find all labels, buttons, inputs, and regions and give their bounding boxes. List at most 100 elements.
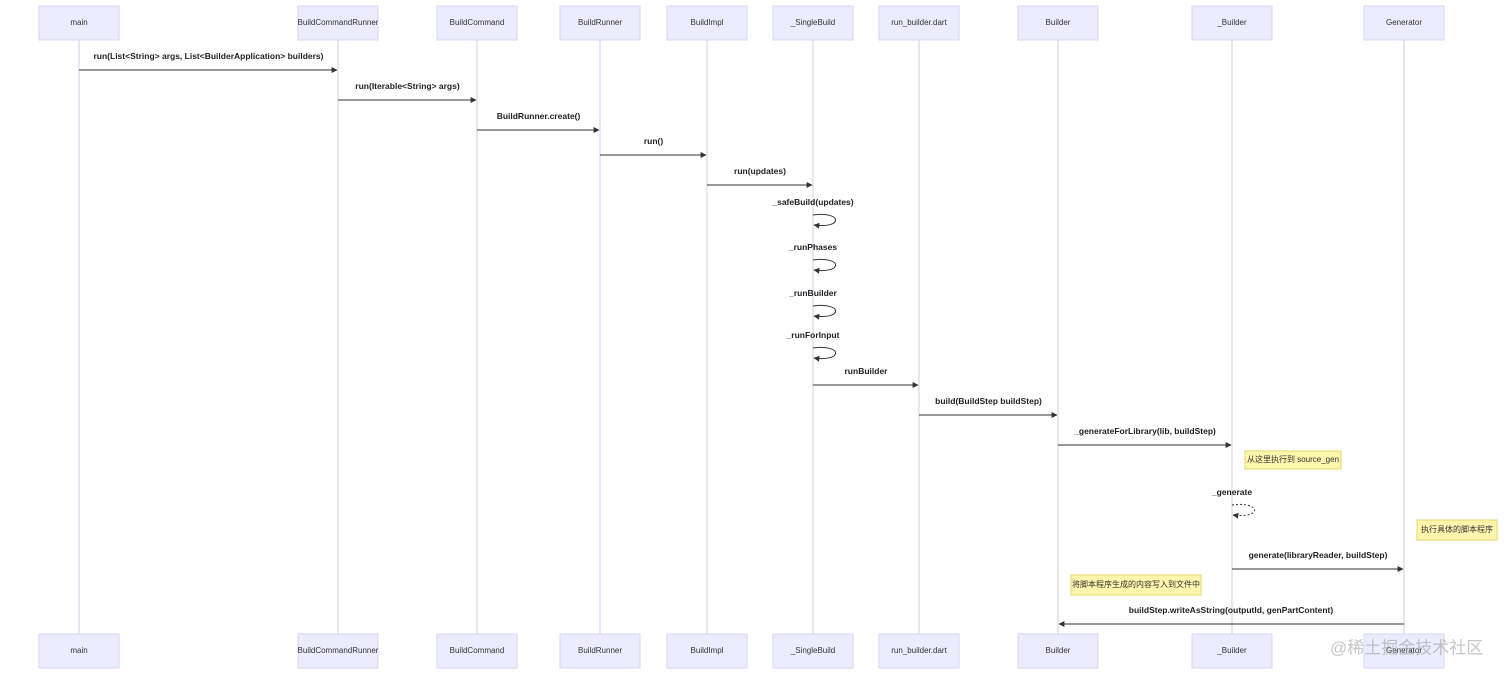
actor-bottom-main: main bbox=[38, 633, 120, 669]
message-4: run() bbox=[600, 136, 707, 158]
messages-layer: run(List<String> args, List<BuilderAppli… bbox=[79, 51, 1404, 627]
actor-bottom-generator: Generator bbox=[1363, 633, 1445, 669]
note-box bbox=[1416, 519, 1498, 541]
actor-bottom-buildcommandrunner: BuildCommandRunner bbox=[297, 633, 379, 669]
message-1: run(List<String> args, List<BuilderAppli… bbox=[79, 51, 338, 73]
message-2: run(Iterable<String> args) bbox=[338, 81, 477, 103]
actor-label: main bbox=[70, 646, 87, 655]
actor-box bbox=[297, 633, 379, 669]
actor-box bbox=[878, 5, 960, 41]
actor-box bbox=[1191, 5, 1273, 41]
message-12: _generateForLibrary(lib, buildStep) bbox=[1058, 426, 1232, 448]
actor-top-buildcommandrunner: BuildCommandRunner bbox=[297, 5, 379, 41]
actor-label: BuildCommandRunner bbox=[298, 646, 379, 655]
message-3: BuildRunner.create() bbox=[477, 111, 600, 133]
message-6: _safeBuild(updates) bbox=[771, 197, 854, 229]
actor-top-builder: _Builder bbox=[1191, 5, 1273, 41]
message-10: runBuilder bbox=[813, 366, 919, 388]
note-text: 执行具体的脚本程序 bbox=[1421, 524, 1493, 534]
note-2: 执行具体的脚本程序 bbox=[1416, 519, 1498, 541]
actor-bottom-buildimpl: BuildImpl bbox=[666, 633, 748, 669]
message-arrow bbox=[1231, 503, 1255, 519]
actor-box bbox=[772, 633, 854, 669]
note-box bbox=[1070, 574, 1202, 596]
message-label: _runForInput bbox=[786, 330, 840, 340]
actor-box bbox=[878, 633, 960, 669]
actor-box bbox=[436, 5, 518, 41]
actor-top-builder: Builder bbox=[1017, 5, 1099, 41]
actor-box bbox=[666, 5, 748, 41]
message-label: buildStep.writeAsString(outputId, genPar… bbox=[1129, 605, 1334, 615]
message-7: _runPhases bbox=[788, 242, 837, 274]
actor-bottom-run-builder-dart: run_builder.dart bbox=[878, 633, 960, 669]
actor-label: Generator bbox=[1386, 646, 1422, 655]
message-arrow bbox=[812, 213, 836, 229]
actor-label: BuildCommand bbox=[450, 646, 505, 655]
message-label: _runBuilder bbox=[788, 288, 837, 298]
actor-label: BuildImpl bbox=[691, 18, 724, 27]
message-9: _runForInput bbox=[786, 330, 840, 362]
note-3: 将脚本程序生成的内容写入到文件中 bbox=[1070, 574, 1202, 596]
message-label: run(List<String> args, List<BuilderAppli… bbox=[93, 51, 323, 61]
actors-layer: mainmainBuildCommandRunnerBuildCommandRu… bbox=[38, 5, 1445, 669]
actor-box bbox=[1191, 633, 1273, 669]
actor-top-buildcommand: BuildCommand bbox=[436, 5, 518, 41]
message-arrow bbox=[812, 346, 836, 362]
actor-top-run-builder-dart: run_builder.dart bbox=[878, 5, 960, 41]
notes-layer: 从这里执行到 source_gen 执行具体的脚本程序将脚本程序生成的内容写入到文… bbox=[1070, 450, 1498, 596]
actor-box bbox=[38, 633, 120, 669]
actor-label: _SingleBuild bbox=[790, 646, 835, 655]
message-14: generate(libraryReader, buildStep) bbox=[1232, 550, 1404, 572]
message-5: run(updates) bbox=[707, 166, 813, 188]
actor-top-generator: Generator bbox=[1363, 5, 1445, 41]
actor-label: BuildImpl bbox=[691, 646, 724, 655]
actor-label: run_builder.dart bbox=[891, 646, 947, 655]
actor-box bbox=[1363, 633, 1445, 669]
message-11: build(BuildStep buildStep) bbox=[919, 396, 1058, 418]
actor-bottom-buildcommand: BuildCommand bbox=[436, 633, 518, 669]
actor-label: Builder bbox=[1046, 18, 1071, 27]
actor-label: run_builder.dart bbox=[891, 18, 947, 27]
actor-label: Builder bbox=[1046, 646, 1071, 655]
actor-top-main: main bbox=[38, 5, 120, 41]
message-15: buildStep.writeAsString(outputId, genPar… bbox=[1058, 605, 1404, 627]
actor-label: BuildRunner bbox=[578, 646, 622, 655]
message-label: _generateForLibrary(lib, buildStep) bbox=[1073, 426, 1216, 436]
note-text: 将脚本程序生成的内容写入到文件中 bbox=[1072, 579, 1200, 589]
actor-box bbox=[297, 5, 379, 41]
actor-top-buildrunner: BuildRunner bbox=[559, 5, 641, 41]
actor-label: main bbox=[70, 18, 87, 27]
actor-box bbox=[772, 5, 854, 41]
note-1: 从这里执行到 source_gen bbox=[1244, 450, 1342, 470]
actor-box bbox=[666, 633, 748, 669]
actor-top-singlebuild: _SingleBuild bbox=[772, 5, 854, 41]
note-box bbox=[1244, 450, 1342, 470]
message-label: _runPhases bbox=[788, 242, 837, 252]
actor-box bbox=[1363, 5, 1445, 41]
note-text: 从这里执行到 source_gen bbox=[1247, 454, 1339, 464]
actor-box bbox=[1017, 633, 1099, 669]
message-label: _safeBuild(updates) bbox=[771, 197, 853, 207]
actor-bottom-builder: _Builder bbox=[1191, 633, 1273, 669]
message-8: _runBuilder bbox=[788, 288, 838, 320]
actor-label: BuildCommandRunner bbox=[298, 18, 379, 27]
message-label: run(updates) bbox=[734, 166, 786, 176]
message-label: build(BuildStep buildStep) bbox=[935, 396, 1042, 406]
message-label: _generate bbox=[1211, 487, 1252, 497]
watermark-text: @稀土掘金技术社区 bbox=[1330, 638, 1483, 657]
actor-label: BuildRunner bbox=[578, 18, 622, 27]
actor-label: _SingleBuild bbox=[790, 18, 835, 27]
message-13: _generate bbox=[1211, 487, 1255, 519]
actor-label: _Builder bbox=[1216, 18, 1247, 27]
message-label: run(Iterable<String> args) bbox=[355, 81, 460, 91]
actor-label: Generator bbox=[1386, 18, 1422, 27]
actor-box bbox=[38, 5, 120, 41]
actor-label: _Builder bbox=[1216, 646, 1247, 655]
actor-box bbox=[1017, 5, 1099, 41]
actor-label: BuildCommand bbox=[450, 18, 505, 27]
actor-box bbox=[559, 633, 641, 669]
actor-box bbox=[559, 5, 641, 41]
lifelines-layer bbox=[78, 40, 1405, 634]
actor-bottom-buildrunner: BuildRunner bbox=[559, 633, 641, 669]
